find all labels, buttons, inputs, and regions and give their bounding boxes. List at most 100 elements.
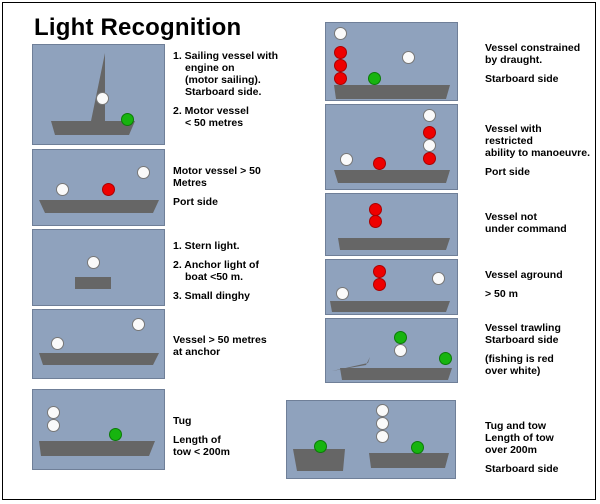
forward-masthead-light xyxy=(340,153,353,166)
aground-red-top xyxy=(373,265,386,278)
text-line: Motor vessel > 50 xyxy=(173,165,261,177)
stern-light-text: 1. Stern light. 2. Anchor light of boat … xyxy=(173,240,259,302)
nuc-red-bottom xyxy=(369,215,382,228)
ram-red-bottom xyxy=(423,152,436,165)
aground-red-bottom xyxy=(373,278,386,291)
text-line: ability to manoeuvre. xyxy=(485,147,591,159)
text-line: > 50 m xyxy=(485,288,518,300)
ram-red-top xyxy=(423,126,436,139)
at-anchor-panel xyxy=(32,309,165,379)
red-light-1 xyxy=(334,46,347,59)
white-light xyxy=(334,27,347,40)
text-line: Tug xyxy=(173,415,192,427)
draught-text: Vessel constrained by draught. Starboard… xyxy=(485,42,580,85)
restricted-panel xyxy=(325,104,458,190)
tug-and-tow-text: Tug and tow Length of tow over 200m Star… xyxy=(485,420,559,475)
draught-panel xyxy=(325,22,458,101)
aft-anchor-light xyxy=(132,318,145,331)
tug-and-tow-panel xyxy=(286,400,456,479)
starboard-light xyxy=(439,352,452,365)
nuc-text: Vessel not under command xyxy=(485,211,567,235)
text-line: Vessel not xyxy=(485,211,537,223)
anchor-light-forward xyxy=(336,287,349,300)
red-light-3 xyxy=(334,72,347,85)
at-anchor-text: Vessel > 50 metres at anchor xyxy=(173,334,267,358)
hull-shape xyxy=(39,441,155,456)
text-line: tow < 200m xyxy=(173,446,230,458)
aft-masthead-light xyxy=(402,51,415,64)
text-line: Port side xyxy=(173,196,218,208)
text-line: Length of tow xyxy=(485,432,554,444)
text-line: Vessel constrained xyxy=(485,42,581,54)
text-line: over 200m xyxy=(485,444,537,456)
tug-panel xyxy=(32,389,165,470)
port-light xyxy=(373,157,386,170)
trawling-panel xyxy=(325,318,458,383)
tug-text: Tug Length of tow < 200m xyxy=(173,415,230,458)
tow-starboard-light xyxy=(314,440,327,453)
tug-starboard-light xyxy=(411,441,424,454)
text-line: Starboard side. xyxy=(185,86,262,98)
hull-shape xyxy=(334,85,450,99)
hull-shape xyxy=(39,200,159,213)
text-line: Starboard side xyxy=(485,334,559,346)
motor-vessel-panel xyxy=(32,149,165,226)
port-light xyxy=(102,183,115,196)
text-line: Tug and tow xyxy=(485,420,547,432)
text-line: boat <50 m. xyxy=(185,271,244,283)
text-line: 1. Sailing vessel with xyxy=(173,50,279,62)
text-line: (motor sailing). xyxy=(185,74,261,86)
text-line: < 50 metres xyxy=(185,117,244,129)
aft-masthead-light xyxy=(137,166,150,179)
hull-shape xyxy=(338,238,450,250)
tug-masthead-3 xyxy=(376,430,389,443)
nuc-panel xyxy=(325,193,458,256)
red-light-2 xyxy=(334,59,347,72)
text-line: Vessel trawling xyxy=(485,322,561,334)
dinghy-shape xyxy=(75,277,111,289)
text-line: restricted xyxy=(485,135,533,147)
text-line: 2. Motor vessel xyxy=(173,105,249,117)
hull-shape xyxy=(330,301,450,312)
tug-masthead-2 xyxy=(376,417,389,430)
anchor-light-aft xyxy=(432,272,445,285)
page-title: Light Recognition xyxy=(34,14,242,41)
text-line: 3. Small dinghy xyxy=(173,290,251,302)
text-line: 2. Anchor light of xyxy=(173,259,259,271)
page-frame xyxy=(2,2,596,500)
motor-vessel-text: Motor vessel > 50 Metres Port side xyxy=(173,165,261,208)
text-line: under command xyxy=(485,223,567,235)
hull-shape xyxy=(332,357,452,380)
text-line: over white) xyxy=(485,365,541,377)
text-line: (fishing is red xyxy=(485,353,554,365)
text-line: Port side xyxy=(485,166,530,178)
text-line: Metres xyxy=(173,177,207,189)
aground-text: Vessel aground > 50 m xyxy=(485,269,563,300)
text-line: Vessel with xyxy=(485,123,542,135)
hull-shape xyxy=(293,449,449,471)
starboard-light xyxy=(109,428,122,441)
text-line: Length of xyxy=(173,434,221,446)
forward-masthead-light xyxy=(56,183,69,196)
text-line: 1. Stern light. xyxy=(173,240,240,252)
forward-anchor-light xyxy=(51,337,64,350)
text-line: by draught. xyxy=(485,54,543,66)
text-line: engine on xyxy=(185,62,235,74)
ram-white-top xyxy=(423,109,436,122)
masthead-light-upper xyxy=(47,406,60,419)
aground-panel xyxy=(325,259,458,315)
trawl-white-light xyxy=(394,344,407,357)
stern-light xyxy=(87,256,100,269)
sailing-vessel-text: 1. Sailing vessel with engine on (motor … xyxy=(173,50,278,129)
masthead-light-lower xyxy=(47,419,60,432)
restricted-text: Vessel with restricted ability to manoeu… xyxy=(485,123,590,178)
text-line: Vessel > 50 metres xyxy=(173,334,267,346)
stern-light-panel xyxy=(32,229,165,306)
text-line: at anchor xyxy=(173,346,221,358)
hull-shape xyxy=(39,353,159,365)
text-line: Vessel aground xyxy=(485,269,563,281)
masthead-light xyxy=(96,92,109,105)
starboard-light xyxy=(121,113,134,126)
sailing-vessel-panel xyxy=(32,44,165,145)
ram-white-middle xyxy=(423,139,436,152)
